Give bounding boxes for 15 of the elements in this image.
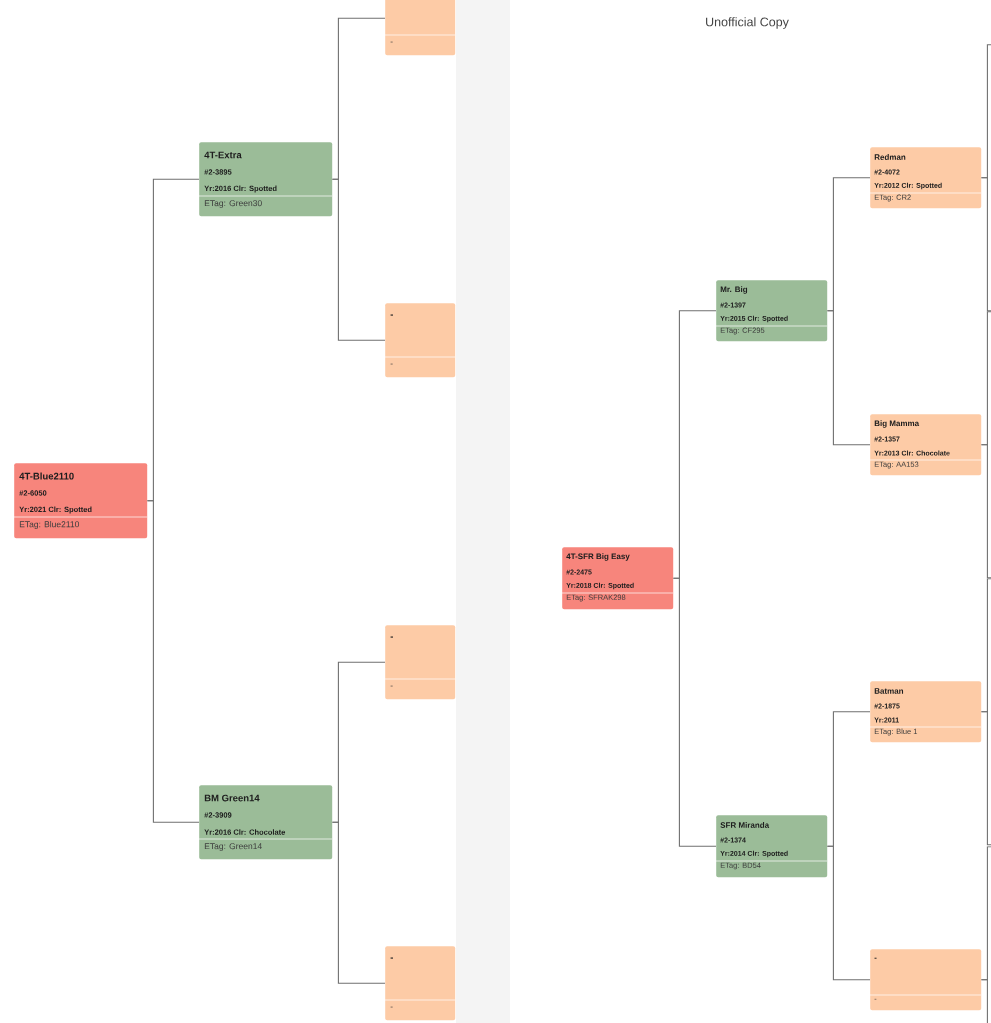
- connector-line: [980, 711, 991, 846]
- connector-line: [980, 979, 991, 1023]
- connector-line: [980, 177, 991, 312]
- connector-line: [672, 577, 717, 847]
- empty-pedigree-box: - -: [384, 625, 456, 700]
- connector-line: [331, 821, 386, 984]
- empty-pedigree-box: - -: [384, 303, 456, 378]
- empty-pedigree-box: - -: [384, 946, 456, 1021]
- connector-line: [980, 444, 991, 579]
- connector-line: [146, 500, 200, 823]
- page-title: Unofficial Copy: [706, 17, 789, 29]
- empty-pedigree-box: -: [384, 0, 456, 56]
- connector-line: [826, 310, 871, 446]
- connector-line: [331, 178, 386, 341]
- connector-line: [826, 845, 871, 981]
